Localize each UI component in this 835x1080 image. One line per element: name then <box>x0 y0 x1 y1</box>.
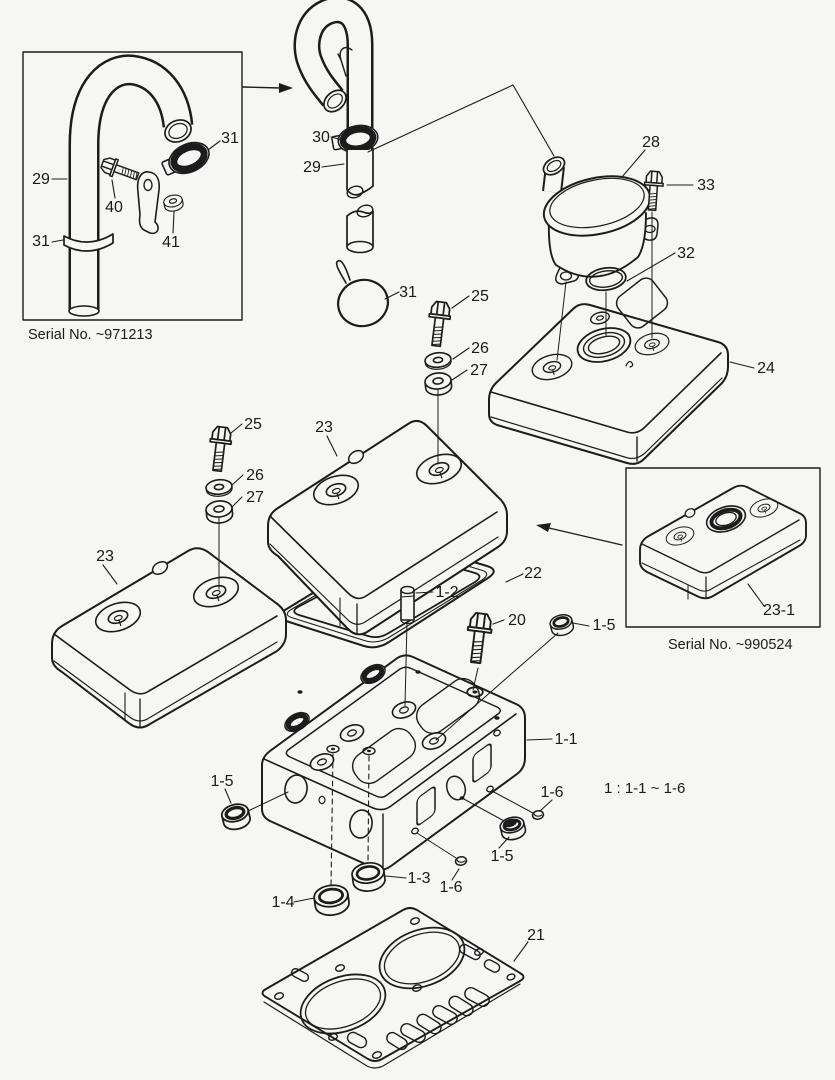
label-22: 22 <box>524 565 542 582</box>
label-31-inset-bottom: 31 <box>32 233 50 250</box>
bolt-set-left <box>204 424 235 590</box>
label-23-middle: 23 <box>315 419 333 436</box>
cup-plug-1-5-top <box>435 611 577 741</box>
label-29-inset: 29 <box>32 171 50 188</box>
o-ring-32 <box>585 266 627 337</box>
valve-cover-23-1 <box>639 484 807 600</box>
dowel-pin-1-2 <box>400 585 415 707</box>
label-24: 24 <box>757 360 775 377</box>
label-21: 21 <box>527 927 545 944</box>
reference-arrow-right <box>536 523 623 546</box>
head-gasket-21 <box>261 907 525 1069</box>
serial-label-late: Serial No. ~990524 <box>668 637 793 653</box>
label-40: 40 <box>105 199 123 216</box>
plug-1-6-upper <box>491 790 546 821</box>
bolt-set-right <box>423 299 454 465</box>
label-27-left: 27 <box>246 489 264 506</box>
label-26-right: 26 <box>471 340 489 357</box>
label-1-1: 1-1 <box>554 731 577 748</box>
cylinder-bores <box>299 926 466 1035</box>
label-1-5-right: 1-5 <box>490 848 513 865</box>
inset-box-cover-23-1 <box>625 467 821 628</box>
label-1-5-top: 1-5 <box>592 617 615 634</box>
cylinder-head-1-1 <box>261 654 526 871</box>
cup-plug-1-5-left <box>218 791 289 834</box>
label-leader-lines <box>51 136 765 962</box>
bolt-20-group <box>462 611 495 691</box>
breather-pipe-assembly <box>293 0 389 328</box>
label-23-left: 23 <box>96 548 114 565</box>
cup-plug-1-5-right <box>461 797 529 844</box>
valve-cover-23-left <box>51 547 287 729</box>
dashed-projection-lines <box>330 753 370 887</box>
label-41: 41 <box>162 234 180 251</box>
label-1-3: 1-3 <box>407 870 430 887</box>
valve-cover-23-middle <box>267 420 508 636</box>
plug-1-6-lower <box>416 832 469 867</box>
tab-projection-line <box>556 281 567 361</box>
label-28: 28 <box>642 134 660 151</box>
reference-arrow-left <box>242 83 293 93</box>
note-1-range: 1 : 1-1 ~ 1-6 <box>604 780 685 797</box>
clamp-band-31-bottom <box>63 233 114 252</box>
label-31-loop: 31 <box>399 284 417 301</box>
serial-label-early: Serial No. ~971213 <box>28 327 153 343</box>
label-1-5-left: 1-5 <box>210 773 233 790</box>
label-27-right: 27 <box>470 362 488 379</box>
label-29-pipe: 29 <box>303 159 321 176</box>
threaded-filler-hole <box>705 505 747 533</box>
label-1-2: 1-2 <box>435 584 458 601</box>
breather-cap-28 <box>542 156 659 285</box>
callout-labels: 29 31 40 41 31 Serial No. ~971213 30 29 … <box>28 129 795 944</box>
pipe-29-lower <box>346 149 374 254</box>
label-31-inset-top: 31 <box>221 130 239 147</box>
label-1-6-lower: 1-6 <box>439 879 462 896</box>
oil-filler-neck <box>576 327 632 363</box>
inset-box-early-hose <box>22 51 243 321</box>
label-1-6-upper: 1-6 <box>540 784 563 801</box>
valve-cover-24 <box>488 277 729 465</box>
label-30: 30 <box>312 129 330 146</box>
gasket-coolant-slots <box>290 943 501 1051</box>
label-33: 33 <box>697 177 715 194</box>
hose-29-inset <box>68 54 194 317</box>
label-32: 32 <box>677 245 695 262</box>
label-23-1: 23-1 <box>763 602 795 619</box>
label-20: 20 <box>508 612 526 629</box>
label-25-right: 25 <box>471 288 489 305</box>
bracket-clamp <box>136 171 160 235</box>
label-1-4: 1-4 <box>271 894 294 911</box>
loop-clamp-31 <box>335 259 389 328</box>
label-25-left: 25 <box>244 416 262 433</box>
label-26-left: 26 <box>246 467 264 484</box>
bolt-33-group <box>642 170 665 339</box>
hose-routing-leader <box>367 84 555 157</box>
